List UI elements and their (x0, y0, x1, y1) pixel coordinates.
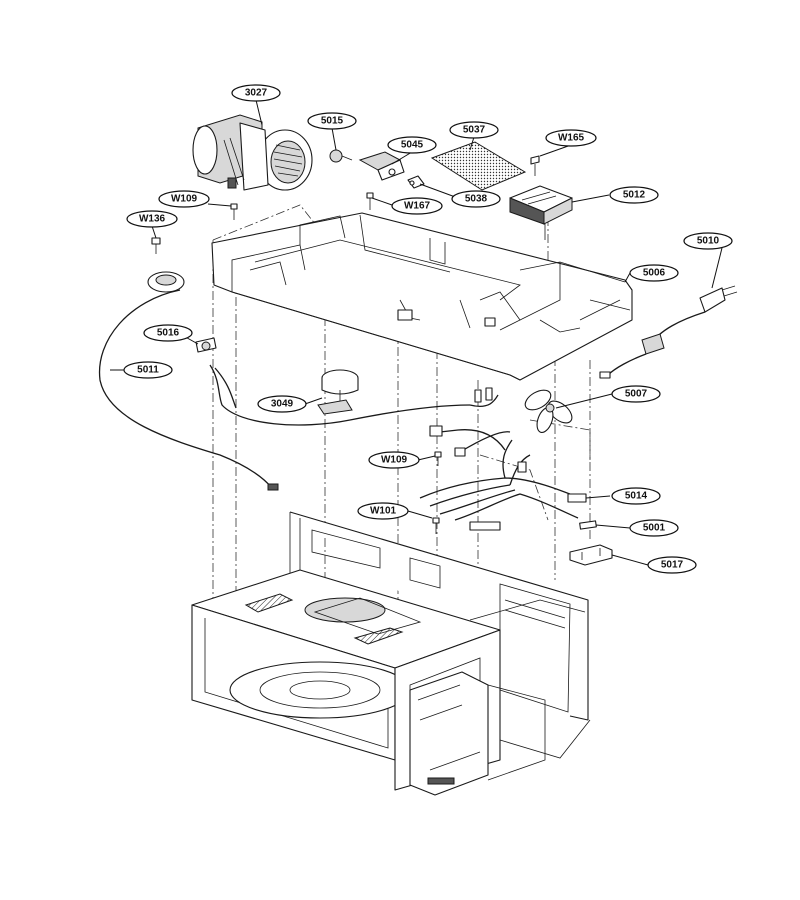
screw-W165 (530, 155, 540, 176)
callout-5037: 5037 (449, 121, 499, 139)
svg-text:W109: W109 (381, 455, 408, 466)
lamp-5015 (329, 149, 353, 163)
svg-text:5017: 5017 (661, 560, 684, 571)
motor-3049 (317, 369, 359, 415)
svg-text:W165: W165 (558, 133, 585, 144)
callouts: 3027 5015 5045 5037 W165 5038 5012 W167 (123, 84, 733, 574)
screw-W136 (151, 237, 161, 254)
callout-5011: 5011 (123, 361, 173, 379)
callout-5014: 5014 (611, 487, 661, 505)
callout-W109-lower: W109 (368, 451, 420, 469)
callout-5007: 5007 (611, 385, 661, 403)
fuse-5001 (579, 520, 597, 530)
svg-text:5014: 5014 (625, 491, 648, 502)
svg-text:5038: 5038 (465, 194, 488, 205)
svg-text:5016: 5016 (157, 328, 180, 339)
component-5038 (407, 175, 425, 189)
svg-text:W109: W109 (171, 194, 198, 205)
harness-wires (209, 364, 511, 457)
callout-3049: 3049 (257, 395, 307, 413)
callout-5016: 5016 (143, 324, 193, 342)
blower-motor-3027 (192, 114, 313, 191)
svg-text:5007: 5007 (625, 389, 648, 400)
svg-text:5037: 5037 (463, 125, 486, 136)
callout-W136: W136 (126, 210, 178, 228)
svg-text:W167: W167 (404, 201, 431, 212)
callout-W101: W101 (357, 502, 409, 520)
callout-W109-top: W109 (158, 190, 210, 208)
callout-5017: 5017 (647, 556, 697, 574)
svg-text:5001: 5001 (643, 523, 666, 534)
callout-3027: 3027 (231, 84, 281, 102)
callout-W167: W167 (391, 197, 443, 215)
svg-text:5011: 5011 (137, 365, 159, 376)
svg-text:3049: 3049 (271, 399, 294, 410)
base-plate-5006 (211, 212, 633, 381)
bracket-5017 (569, 544, 613, 566)
svg-text:5015: 5015 (321, 116, 344, 127)
microwave-cabinet (191, 511, 591, 796)
svg-text:5012: 5012 (623, 190, 646, 201)
callout-5038: 5038 (451, 190, 501, 208)
svg-text:5006: 5006 (643, 268, 666, 279)
lamp-socket-5045 (358, 151, 405, 181)
svg-text:W136: W136 (139, 214, 166, 225)
screw-W109-lower (434, 451, 442, 466)
transformer-5012 (509, 185, 573, 240)
wire-5011 (98, 289, 279, 491)
svg-text:5010: 5010 (697, 236, 720, 247)
svg-text:3027: 3027 (245, 88, 268, 99)
callout-5045: 5045 (387, 136, 437, 154)
callout-5006: 5006 (629, 264, 679, 282)
screw-W167 (366, 192, 374, 210)
thermostat-5016 (195, 337, 217, 353)
grille-5037 (430, 141, 527, 191)
callout-W165: W165 (545, 129, 597, 147)
screw-W109-top (230, 203, 238, 220)
fan-blade-5007 (524, 389, 573, 433)
wire-harness-5014 (419, 439, 587, 531)
power-cord-5010 (599, 285, 738, 379)
callout-5010: 5010 (683, 232, 733, 250)
svg-text:5045: 5045 (401, 140, 424, 151)
callout-5012: 5012 (609, 186, 659, 204)
callout-5015: 5015 (307, 112, 357, 130)
roller-W136-part (147, 271, 185, 293)
screw-W101 (432, 517, 440, 534)
svg-text:W101: W101 (370, 506, 397, 517)
callout-5001: 5001 (629, 519, 679, 537)
